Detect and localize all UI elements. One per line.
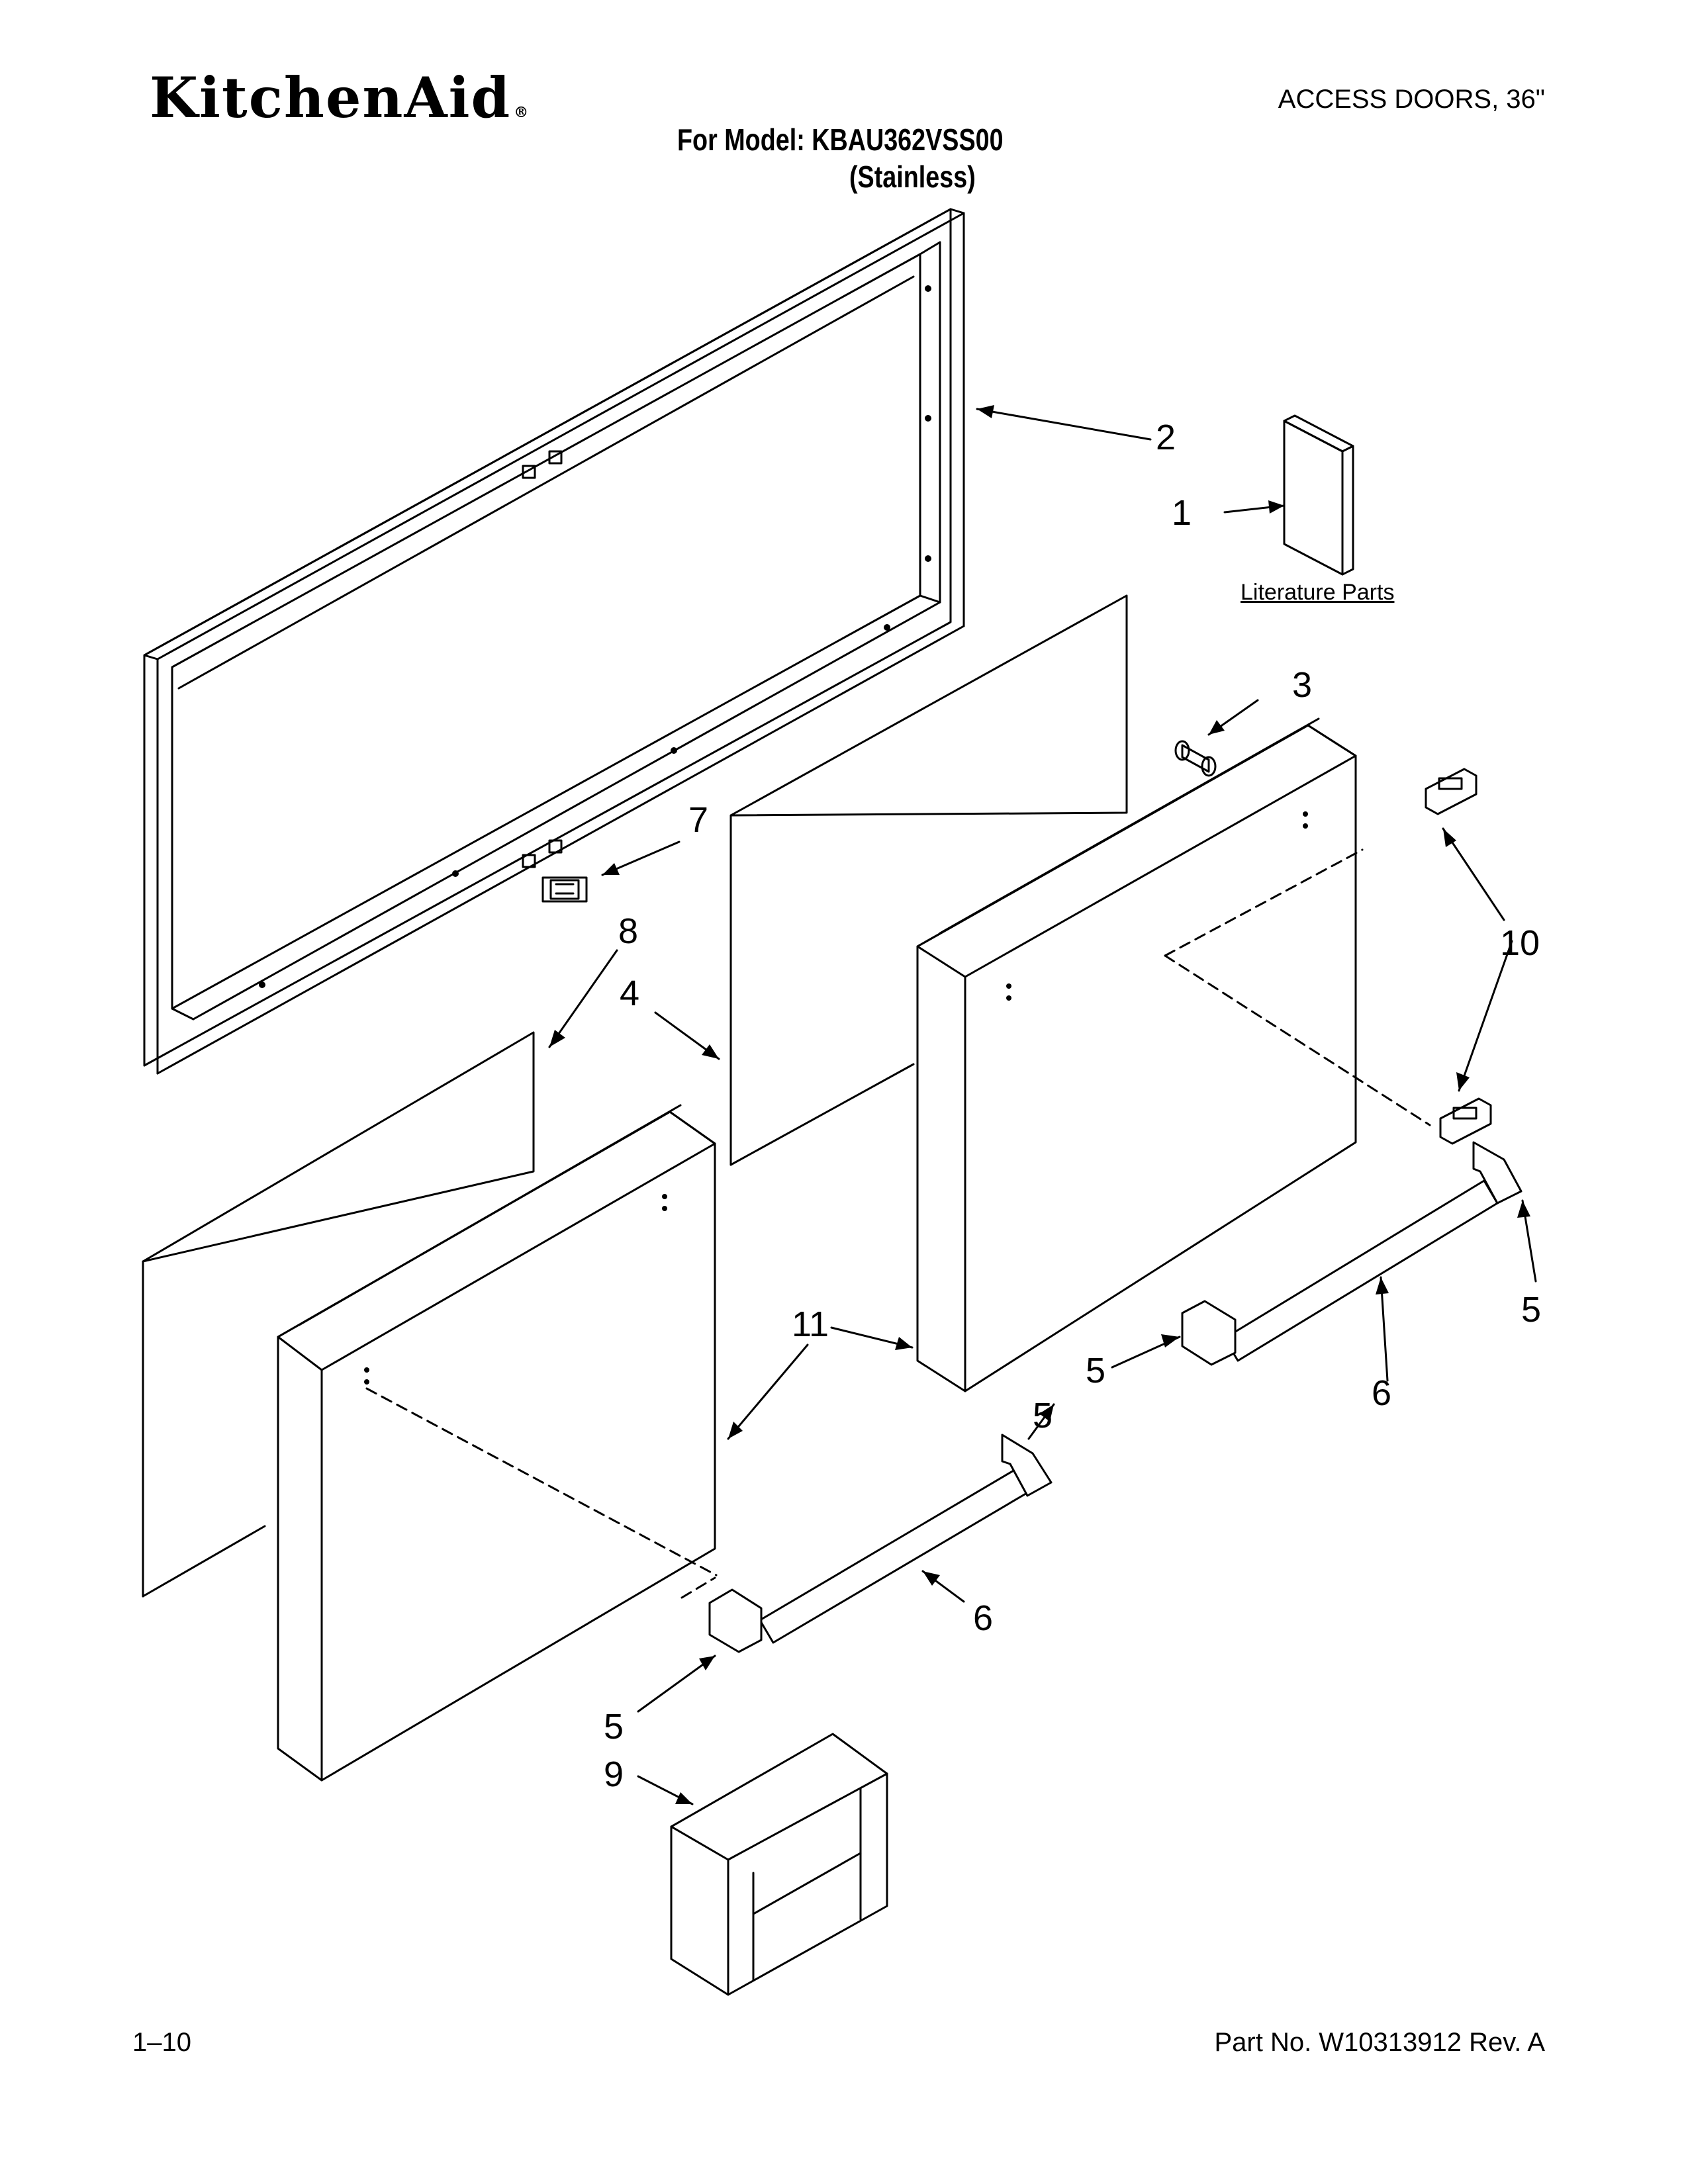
callout-5-right-start: 5 (1086, 1351, 1106, 1390)
door-catch (541, 876, 588, 903)
callout-6-right: 6 (1372, 1373, 1392, 1413)
spacer-pin (1174, 740, 1217, 777)
callout-9: 9 (604, 1754, 624, 1794)
door-frame (143, 208, 965, 1075)
alignment-lines (365, 848, 1431, 1599)
right-handle (1181, 1141, 1523, 1366)
callout-5-left-start: 5 (604, 1707, 624, 1747)
callout-5-right-end: 5 (1521, 1290, 1542, 1330)
callout-10: 10 (1500, 923, 1540, 963)
callout-1: 1 (1172, 493, 1192, 533)
kick-bracket (670, 1733, 888, 1996)
hinge-upper (1425, 768, 1477, 815)
page-number: 1–10 (132, 2028, 191, 2057)
brand-name: KitchenAid (150, 65, 512, 130)
left-door-panel (277, 1104, 716, 1782)
callout-4: 4 (620, 974, 640, 1013)
section-title: ACCESS DOORS, 36" (1278, 85, 1545, 114)
frame-screw-holes (259, 285, 931, 988)
literature-booklet (1283, 414, 1354, 576)
callout-8: 8 (618, 911, 639, 951)
registered-mark: ® (514, 104, 530, 121)
callout-5-left-end: 5 (1033, 1396, 1053, 1435)
model-variant: (Stainless) (849, 159, 976, 194)
right-door-panel (916, 717, 1357, 1392)
callout-6-left: 6 (973, 1598, 994, 1638)
insulation-panel-upper (729, 594, 1128, 817)
left-handle (708, 1433, 1053, 1653)
literature-parts-label: Literature Parts (1241, 580, 1395, 605)
callout-11: 11 (792, 1304, 829, 1344)
model-line: For Model: KBAU362VSS00 (677, 122, 1004, 157)
arrowheads (549, 405, 1530, 1804)
callout-2: 2 (1156, 418, 1176, 457)
insulation-panel-lower (142, 1031, 535, 1263)
insulation-edge-bottom (729, 1063, 915, 1166)
callout-7: 7 (688, 800, 709, 840)
callout-3: 3 (1292, 665, 1313, 705)
hinge-lower (1439, 1097, 1492, 1145)
part-number: Part No. W10313912 Rev. A (1214, 2028, 1545, 2057)
brand-logo: KitchenAid® (150, 65, 530, 130)
